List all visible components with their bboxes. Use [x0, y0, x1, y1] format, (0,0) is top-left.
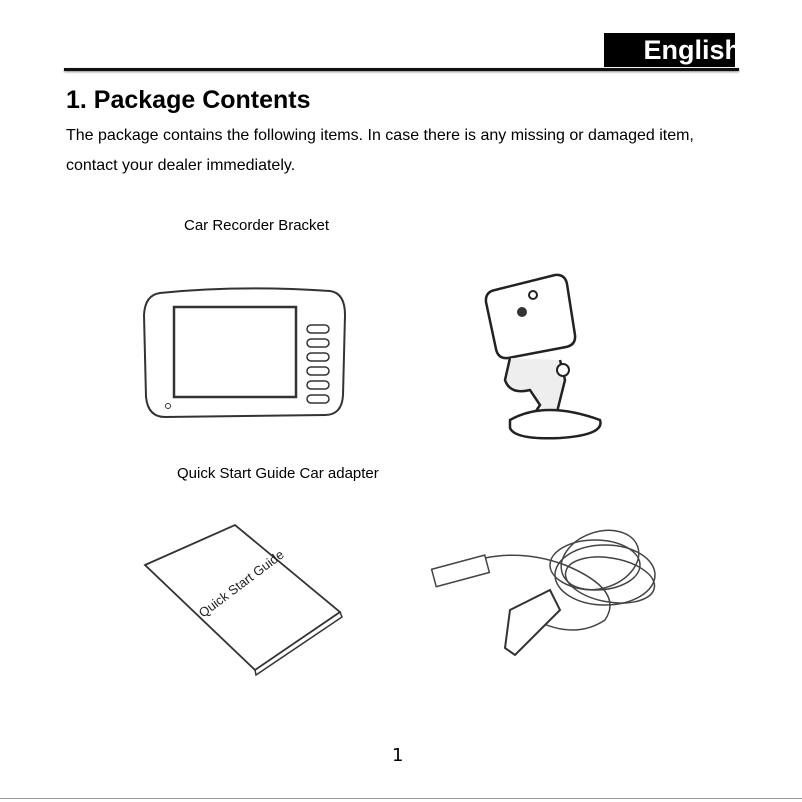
header-rule [64, 68, 739, 71]
car-recorder-image [142, 287, 347, 419]
language-label: English [643, 35, 735, 65]
car-adapter-image [430, 529, 656, 657]
intro-paragraph: The package contains the following items… [66, 127, 694, 174]
language-tab: English [604, 33, 735, 67]
caption-row2: Quick Start Guide Car adapter [177, 465, 379, 482]
bottom-rule [0, 798, 802, 799]
quick-start-guide-image: Quick Start Guide [143, 523, 343, 677]
section-title: 1. Package Contents [66, 86, 311, 114]
caption-row1: Car Recorder Bracket [184, 217, 330, 234]
page-number: 1 [392, 745, 404, 766]
bracket-image [484, 273, 602, 440]
